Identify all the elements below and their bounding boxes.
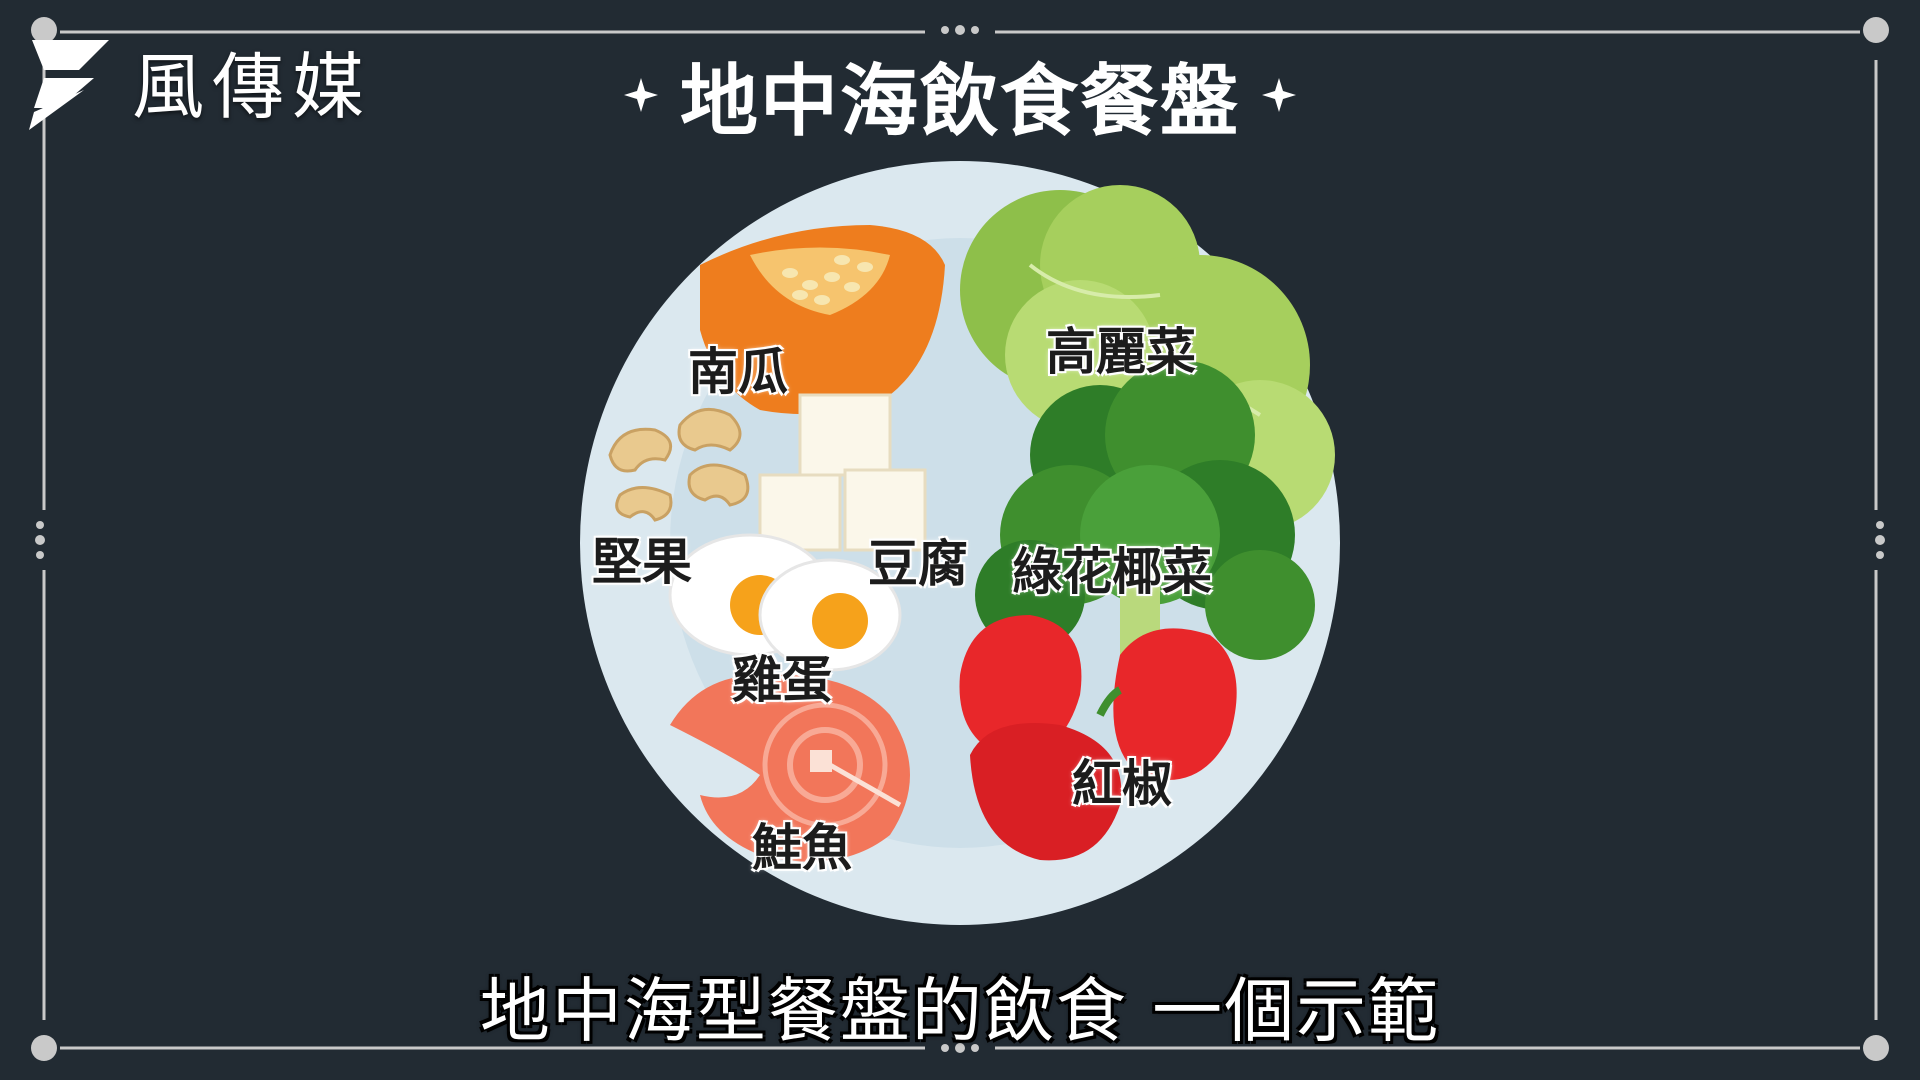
brand-logo-icon <box>29 40 109 130</box>
red-pepper-icon <box>959 615 1237 861</box>
label-egg: 雞蛋 <box>732 651 832 709</box>
page-title: 地中海飲食餐盤 <box>679 57 1240 147</box>
label-tofu: 豆腐 <box>868 535 968 593</box>
pumpkin-icon <box>700 225 945 415</box>
egg-icon <box>668 533 902 672</box>
label-cabbage: 高麗菜 <box>1046 323 1196 381</box>
label-broccoli: 綠花椰菜 <box>1012 543 1212 601</box>
label-nuts: 堅果 <box>592 533 692 591</box>
brand-name: 風傳媒 <box>132 44 373 129</box>
label-salmon: 鮭魚 <box>752 819 852 877</box>
diamond-icon <box>623 78 658 112</box>
nuts-icon <box>608 407 750 522</box>
caption-subtitle: 地中海型餐盤的飲食 一個示範 <box>479 970 1441 1052</box>
title-bar: 地中海飲食餐盤 <box>0 40 1920 150</box>
label-red-pepper: 紅椒 <box>1072 755 1172 813</box>
plate-illustration <box>580 161 1340 925</box>
broccoli-icon <box>975 360 1315 660</box>
label-pumpkin: 南瓜 <box>688 343 788 401</box>
salmon-icon <box>670 674 910 862</box>
diamond-icon <box>1262 78 1296 112</box>
tofu-icon <box>758 393 927 552</box>
brand-logo: 風傳媒 <box>24 30 372 130</box>
